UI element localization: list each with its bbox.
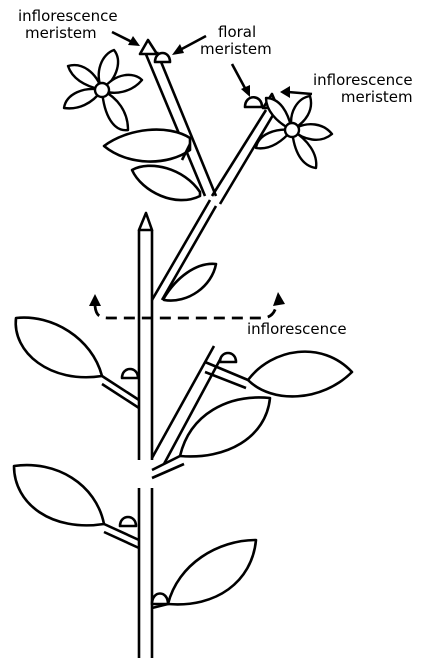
stem-leaf-lower-left: [14, 465, 139, 548]
stem-leaf-lower-right: [152, 540, 256, 608]
leaf-inflorescence-2: [132, 166, 200, 200]
label-inflorescence-meristem-top: inflorescence meristem: [18, 8, 118, 42]
leaf-inflorescence-1: [104, 130, 190, 162]
label-line: meristem: [313, 89, 413, 106]
label-inflorescence-meristem-right: inflorescence meristem: [313, 72, 413, 106]
label-line: floral: [218, 24, 272, 41]
floral-meristem-right-bump: [245, 97, 262, 107]
flower-right: [256, 96, 332, 168]
arrow-floral-meristem-right: [232, 64, 250, 97]
label-line: inflorescence: [18, 8, 118, 25]
label-inflorescence: inflorescence: [247, 321, 347, 338]
stem-leaf-upper-left: [16, 318, 139, 408]
label-line: inflorescence: [313, 72, 413, 89]
label-line: meristem: [4, 25, 118, 42]
flower-left: [64, 50, 142, 130]
main-stem: [139, 213, 152, 658]
inflorescence-meristem-top-shape: [140, 40, 157, 54]
label-floral-meristem: floral meristem: [200, 24, 272, 58]
floral-meristem-top-bump: [155, 53, 170, 62]
stem-leaf-middle-right: [152, 397, 270, 478]
label-line: meristem: [200, 41, 272, 58]
